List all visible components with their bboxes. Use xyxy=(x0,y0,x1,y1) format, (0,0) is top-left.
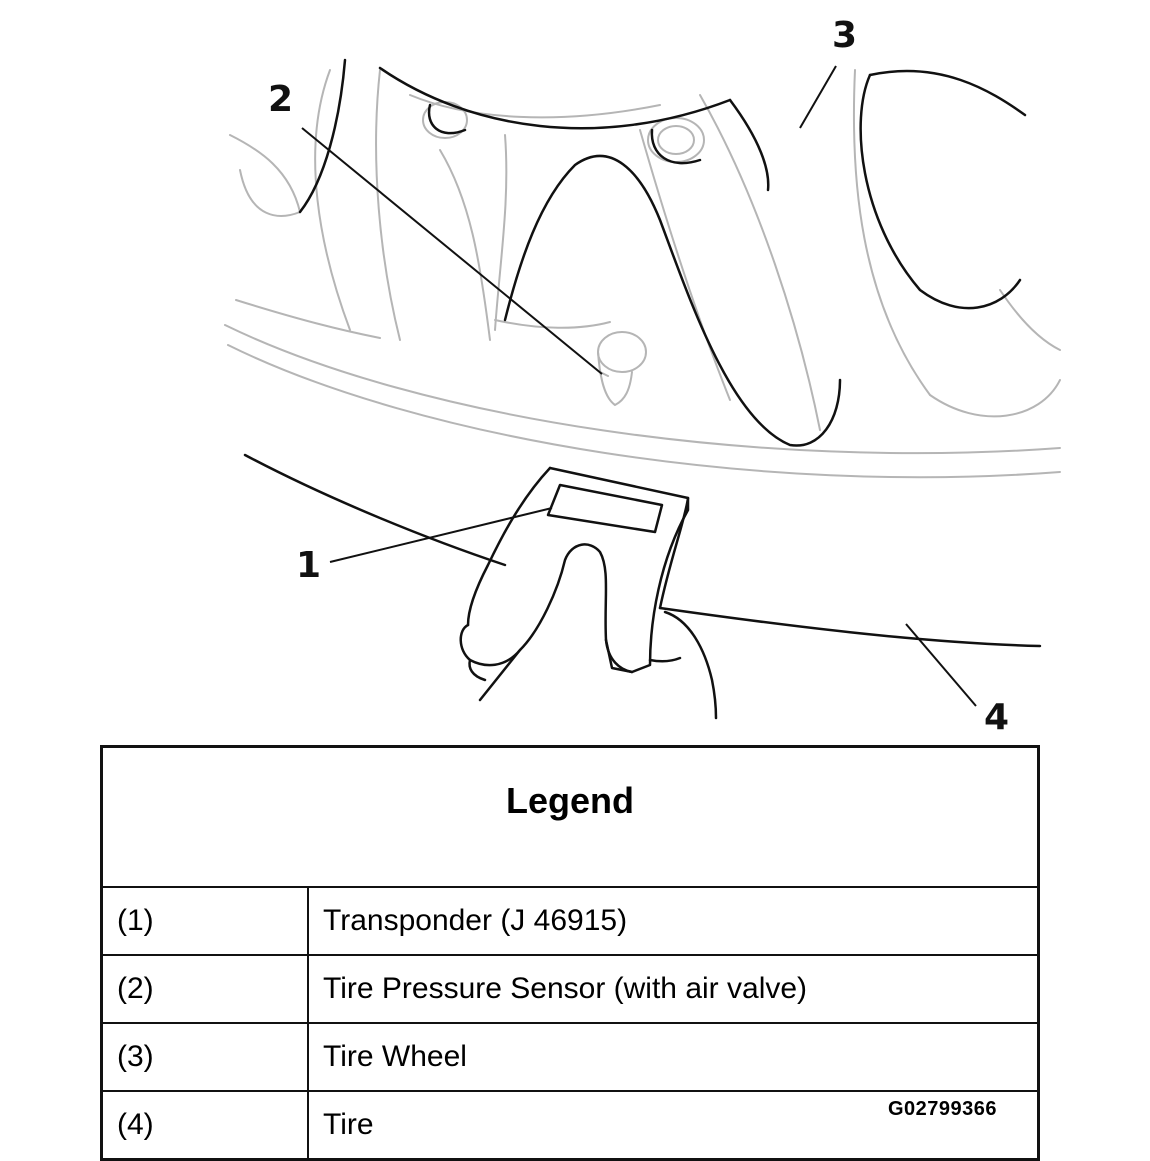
legend-row: (1) Transponder (J 46915) xyxy=(100,886,1040,956)
callout-3: 3 xyxy=(832,15,858,56)
tire-outline xyxy=(243,453,1042,648)
legend-description: Tire Pressure Sensor (with air valve) xyxy=(307,954,1040,1024)
legend-description: Transponder (J 46915) xyxy=(307,886,1040,956)
legend-table: Legend (1) Transponder (J 46915) (2) Tir… xyxy=(100,745,1040,1161)
legend-header-row: Legend xyxy=(100,745,1040,888)
callout-4: 4 xyxy=(984,697,1010,738)
legend-key: (2) xyxy=(100,954,309,1024)
callout-1: 1 xyxy=(296,545,322,586)
leader-line-4 xyxy=(905,623,977,707)
wheel-rim-light-lines xyxy=(224,69,1061,479)
legend-row: (3) Tire Wheel xyxy=(100,1022,1040,1092)
legend-key: (4) xyxy=(100,1090,309,1160)
legend-row: (2) Tire Pressure Sensor (with air valve… xyxy=(100,954,1040,1024)
tire-sensor-illustration xyxy=(224,58,1061,720)
legend-title: Legend xyxy=(100,745,1040,888)
leader-line-2 xyxy=(301,127,603,375)
leader-line-1 xyxy=(329,507,553,563)
transponder-tool xyxy=(459,466,690,702)
hand-outline xyxy=(648,610,718,720)
legend-key: (1) xyxy=(100,886,309,956)
leader-line-3 xyxy=(799,65,837,129)
wheel-rim-dark-lines xyxy=(298,58,1027,447)
callout-2: 2 xyxy=(268,79,294,120)
legend-description: Tire Wheel xyxy=(307,1022,1040,1092)
figure-id: G02799366 xyxy=(888,1098,998,1120)
legend-key: (3) xyxy=(100,1022,309,1092)
callout-leader-lines xyxy=(301,65,977,707)
